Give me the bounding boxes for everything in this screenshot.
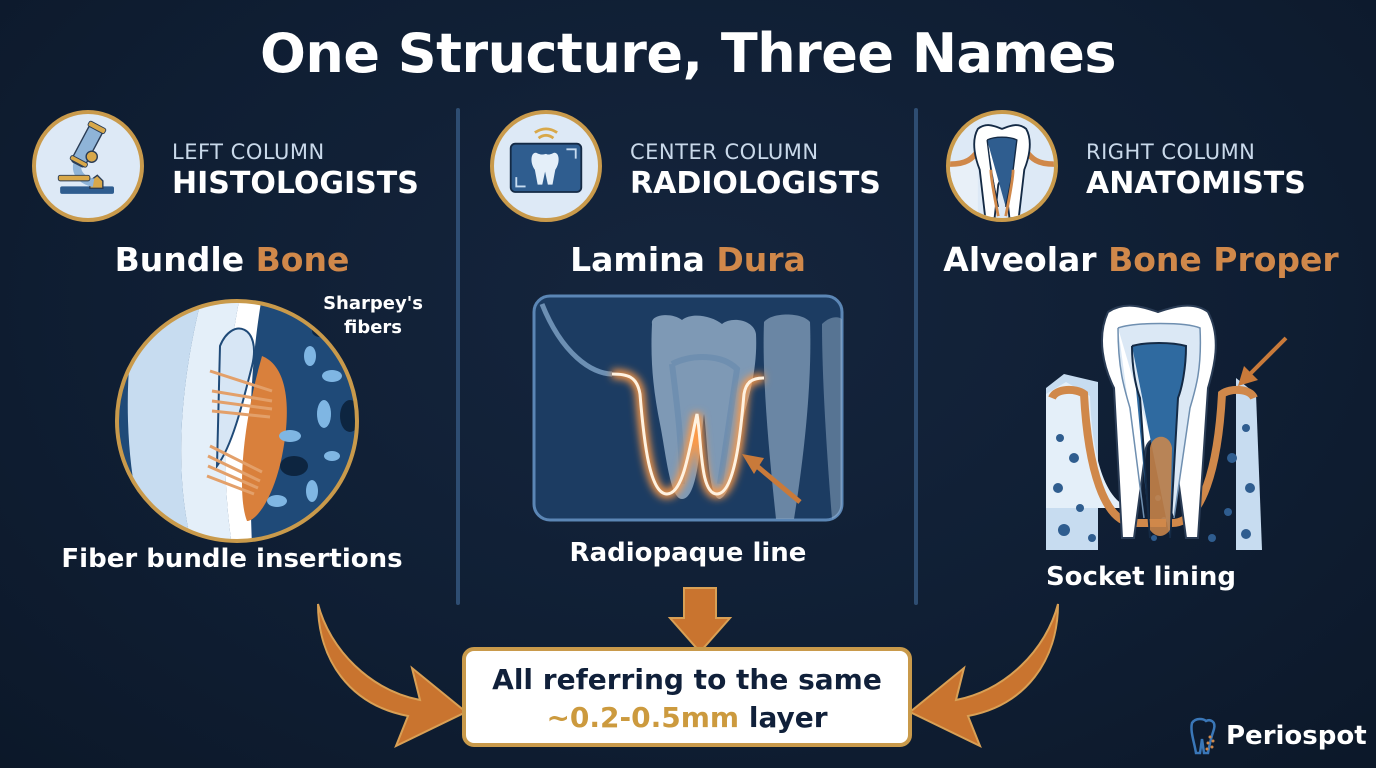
center-term-part1: Lamina [570, 240, 705, 279]
conclusion-line1: All referring to the same [492, 663, 882, 696]
left-caption: Fiber bundle insertions [61, 544, 403, 574]
column-divider-left [456, 108, 460, 605]
sharpeys-fibers-line1: Sharpey's [323, 293, 423, 314]
center-caption: Radiopaque line [569, 538, 807, 568]
sharpeys-fibers-label: Sharpey's fibers [318, 292, 428, 340]
right-caption: Socket lining [1045, 562, 1237, 592]
sharpeys-fibers-line2: fibers [343, 317, 403, 338]
bundle-bone-illustration [112, 296, 362, 546]
brand-name: Periospot [1226, 721, 1367, 751]
microscope-icon [32, 110, 144, 222]
left-term-part2: Bone [255, 240, 350, 279]
right-column-header: RIGHT COLUMN ANATOMISTS [946, 110, 1366, 230]
center-column-header: CENTER COLUMN RADIOLOGISTS [490, 110, 910, 230]
periospot-tooth-icon [1190, 717, 1216, 755]
column-divider-right [914, 108, 918, 605]
thickness-highlight: ~0.2-0.5mm [546, 701, 740, 734]
alveolar-bone-tooth-illustration [1046, 298, 1296, 550]
left-column-role: HISTOLOGISTS [172, 166, 419, 201]
page-title: One Structure, Three Names [259, 22, 1117, 85]
tooth-cross-section-icon [946, 110, 1058, 222]
left-term-part1: Bundle [114, 240, 245, 279]
right-column-role: ANATOMISTS [1086, 166, 1306, 201]
left-column-label: LEFT COLUMN [172, 140, 325, 164]
right-column-label: RIGHT COLUMN [1086, 140, 1256, 164]
right-term: Alveolar Bone Proper [936, 240, 1346, 279]
center-column-role: RADIOLOGISTS [630, 166, 881, 201]
right-term-part2: Bone Proper [1108, 240, 1339, 279]
center-term-part2: Dura [716, 240, 806, 279]
center-term: Lamina Dura [488, 240, 888, 279]
xray-tooth-icon [490, 110, 602, 222]
brand-logo: Periospot [1188, 716, 1367, 756]
left-column-header: LEFT COLUMN HISTOLOGISTS [32, 110, 452, 230]
lamina-dura-xray-illustration [532, 294, 844, 522]
right-term-part1: Alveolar [943, 240, 1097, 279]
center-column-label: CENTER COLUMN [630, 140, 819, 164]
left-term: Bundle Bone [32, 240, 432, 279]
conclusion-line2-rest: layer [739, 701, 828, 734]
conclusion-line2: ~0.2-0.5mm layer [466, 699, 908, 737]
conclusion-box: All referring to the same ~0.2-0.5mm lay… [462, 647, 912, 747]
